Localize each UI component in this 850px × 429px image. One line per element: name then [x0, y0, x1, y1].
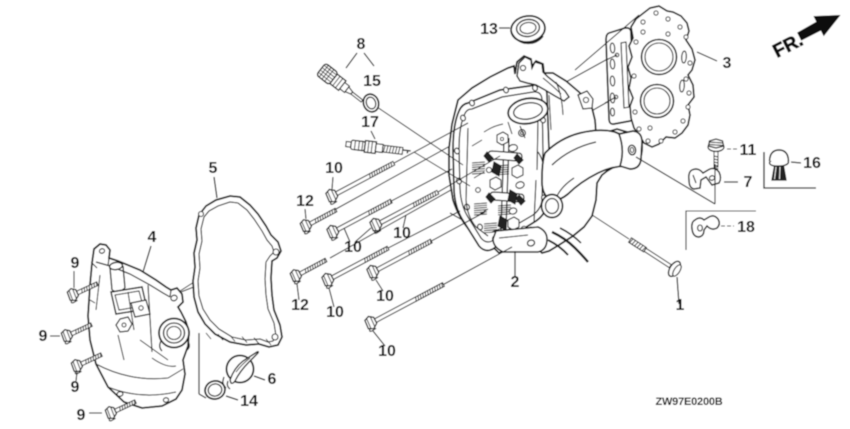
- svg-text:10: 10: [378, 343, 396, 360]
- svg-text:9: 9: [77, 407, 86, 424]
- svg-text:6: 6: [268, 371, 277, 388]
- svg-text:8: 8: [357, 36, 366, 53]
- svg-text:2: 2: [511, 274, 520, 291]
- svg-text:9: 9: [71, 255, 80, 272]
- svg-text:17: 17: [361, 114, 379, 131]
- svg-text:11: 11: [740, 142, 757, 159]
- svg-text:3: 3: [723, 55, 732, 72]
- svg-text:13: 13: [480, 21, 498, 38]
- svg-text:9: 9: [71, 379, 80, 396]
- svg-text:18: 18: [737, 219, 755, 236]
- svg-text:12: 12: [296, 193, 314, 210]
- svg-text:15: 15: [363, 73, 381, 90]
- svg-text:9: 9: [39, 328, 48, 345]
- svg-text:10: 10: [325, 160, 343, 177]
- svg-text:ZW97E0200B: ZW97E0200B: [655, 396, 722, 408]
- svg-text:10: 10: [326, 304, 344, 321]
- svg-text:4: 4: [148, 229, 157, 246]
- svg-text:14: 14: [240, 393, 258, 410]
- svg-text:10: 10: [344, 239, 362, 256]
- svg-text:12: 12: [291, 297, 309, 314]
- svg-text:1: 1: [676, 297, 685, 314]
- svg-text:16: 16: [803, 155, 821, 172]
- svg-text:5: 5: [209, 160, 218, 177]
- svg-text:10: 10: [393, 225, 411, 242]
- svg-text:7: 7: [744, 174, 753, 191]
- svg-text:10: 10: [376, 288, 394, 305]
